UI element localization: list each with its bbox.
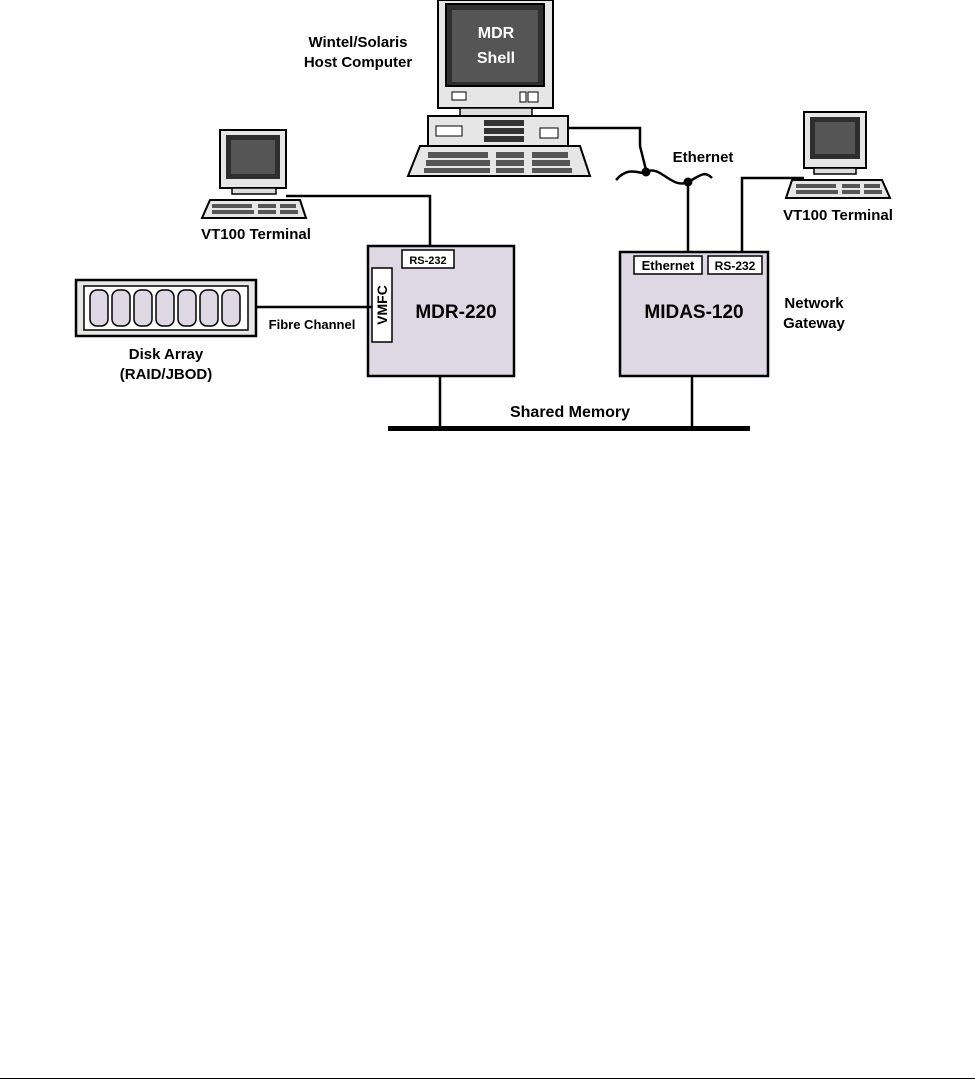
midas-rs232-port: [707, 255, 763, 275]
mdr-rs232-port: [401, 249, 455, 269]
midas-120-box: Ethernet RS-232 MIDAS-120 Network Gatewa…: [618, 250, 846, 378]
ethernet-cable: [615, 169, 713, 185]
midas-title: MIDAS-120: [644, 302, 743, 323]
host-monitor-icon: [437, 0, 554, 109]
shared-memory-bus: Shared Memory: [388, 376, 750, 431]
shared-memory-line: [388, 426, 750, 431]
ethernet-network: Ethernet: [568, 126, 734, 252]
mdr-220-box: RS-232 VMFC MDR-220: [366, 244, 516, 378]
host-monitor-stand: [459, 107, 533, 117]
mdr-rs232-label: RS-232: [409, 255, 446, 267]
midas-ethernet-port: [633, 255, 703, 275]
host-label-line2: Host Computer: [304, 54, 412, 71]
terminal-right-monitor-icon: [803, 111, 867, 175]
disk-array: Fibre Channel Disk Array (RAID/JBOD): [74, 278, 372, 383]
fibre-channel-label: Fibre Channel: [269, 317, 356, 332]
midas-role-line1: Network: [784, 295, 844, 312]
midas-rs232-label: RS-232: [715, 259, 756, 273]
mdr-vmfc-port: [371, 267, 393, 343]
shared-memory-label: Shared Memory: [510, 404, 630, 421]
terminal-left-monitor-icon: [219, 129, 287, 195]
midas-role-line2: Gateway: [783, 315, 845, 332]
host-ethernet-link: [568, 126, 648, 171]
terminal-right: VT100 Terminal: [740, 111, 893, 252]
disk-array-label-line1: Disk Array: [129, 346, 204, 363]
terminal-left-rs232-link: [286, 194, 432, 246]
disk-array-icon: [74, 278, 258, 338]
mdr-vmfc-label: VMFC: [374, 285, 390, 325]
terminal-right-keyboard-icon: [784, 179, 892, 199]
ethernet-node-host: [641, 167, 651, 177]
mdr-title: MDR-220: [415, 302, 496, 323]
terminal-left-label: VT100 Terminal: [201, 226, 311, 243]
host-case-icon: [427, 115, 569, 147]
terminal-left-keyboard-icon: [200, 199, 308, 219]
terminal-left: VT100 Terminal: [200, 129, 432, 246]
terminal-right-rs232-link: [740, 176, 804, 252]
ethernet-label: Ethernet: [673, 149, 734, 166]
host-screen-line2: Shell: [477, 50, 515, 67]
host-label-line1: Wintel/Solaris: [308, 34, 407, 51]
host-computer: MDR Shell Wintel/Solaris Host Comput: [304, 0, 592, 177]
host-screen-line1: MDR: [478, 25, 515, 42]
midas-ethernet-label: Ethernet: [642, 258, 695, 273]
host-keyboard-icon: [406, 145, 592, 177]
terminal-right-label: VT100 Terminal: [783, 207, 893, 224]
disk-array-label-line2: (RAID/JBOD): [120, 366, 213, 383]
